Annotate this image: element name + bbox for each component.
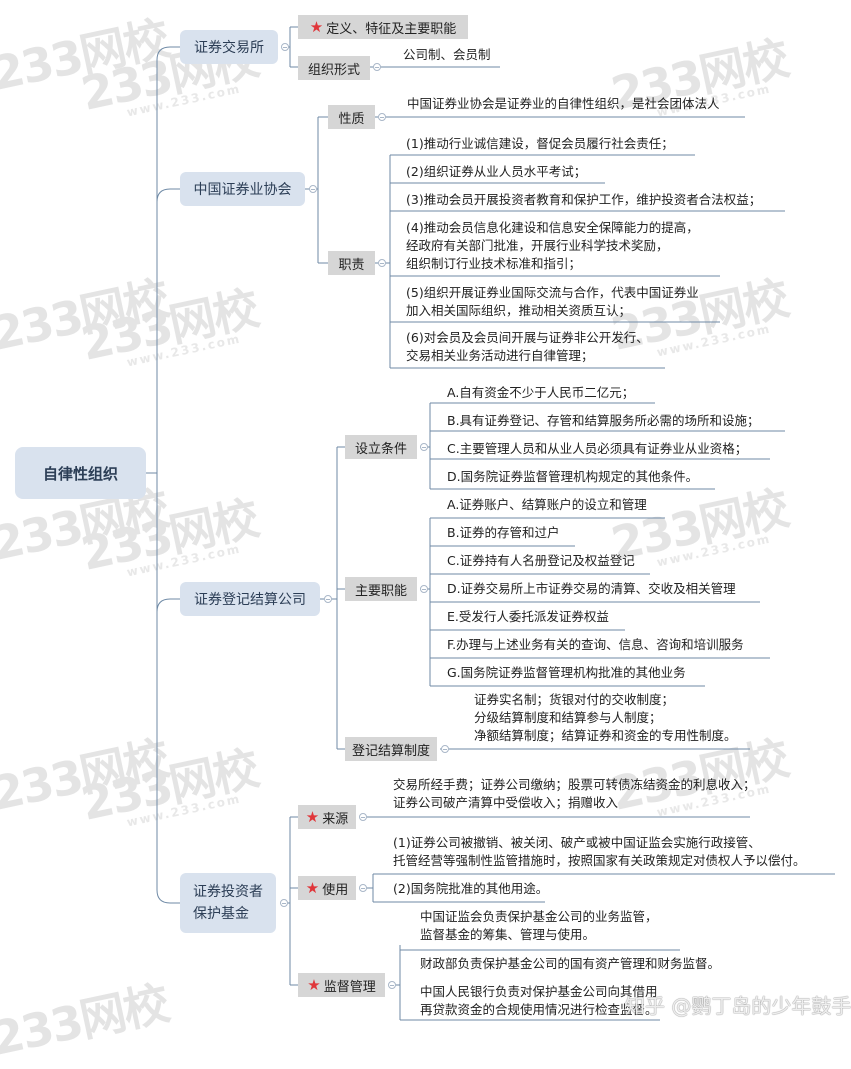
collapse-toggle[interactable]: [373, 63, 381, 71]
function-item: D.证券交易所上市证券交易的清算、交收及相关管理: [447, 581, 736, 596]
leaf-text: 中国证券业协会是证券业的自律性组织，是社会团体法人: [407, 96, 720, 111]
root-label: 自律性组织: [42, 464, 118, 483]
usage-item: (2)国务院批准的其他用途。: [393, 881, 549, 896]
topic-label: 来源: [322, 811, 349, 827]
branch-clearing-company[interactable]: 证券登记结算公司: [180, 582, 320, 616]
collapse-toggle[interactable]: [378, 259, 386, 267]
topic-label: 性质: [338, 111, 365, 127]
supervision-item: 财政部负责保护基金公司的国有资产管理和财务监督。: [420, 956, 721, 971]
star-icon: ★: [305, 808, 320, 826]
condition-item: C.主要管理人员和从业人员必须具有证券业从业资格；: [447, 441, 748, 456]
duty-item: (3)推动会员开展投资者教育和保护工作，维护投资者合法权益；: [406, 192, 762, 207]
function-item: B.证券的存管和过户: [447, 525, 560, 540]
star-icon: ★: [307, 976, 321, 994]
topic-label: 组织形式: [307, 62, 360, 78]
collapse-toggle[interactable]: [359, 884, 367, 892]
duty-item: (2)组织证券从业人员水平考试；: [406, 164, 587, 179]
condition-item: B.具有证券登记、存管和结算服务所必需的场所和设施；: [447, 413, 760, 428]
condition-item: D.国务院证券监督管理机构规定的其他条件。: [447, 469, 699, 484]
function-item: A.证券账户、结算账户的设立和管理: [447, 497, 647, 512]
star-icon: ★: [309, 18, 324, 36]
topic-label: 职责: [338, 257, 365, 273]
usage-item: (1)证券公司被撤销、被关闭、破产或被中国证监会实施行政接管、 托管经营等强制性…: [393, 835, 806, 868]
supervision-item: 中国人民银行负责对保护基金公司向其借用 再贷款资金的合规使用情况进行检查监督。: [420, 984, 658, 1017]
leaf-text: 公司制、会员制: [403, 47, 491, 62]
collapse-toggle[interactable]: [324, 595, 332, 603]
collapse-toggle[interactable]: [420, 443, 428, 451]
topic-label: 主要职能: [354, 583, 407, 599]
branch-label: 中国证券业协会: [193, 182, 292, 198]
collapse-toggle[interactable]: [359, 813, 367, 821]
branch-label: 证券登记结算公司: [194, 592, 306, 608]
collapse-toggle[interactable]: [441, 745, 449, 753]
duty-item: (1)推动行业诚信建设，督促会员履行社会责任；: [406, 136, 674, 151]
topic-supervision[interactable]: ★ 监督管理: [298, 973, 385, 997]
function-item: E.受发行人委托派发证券权益: [447, 609, 609, 624]
topic-duties[interactable]: 职责: [328, 251, 375, 275]
topic-label: 登记结算制度: [351, 743, 430, 759]
topic-nature[interactable]: 性质: [328, 105, 375, 129]
collapse-toggle[interactable]: [281, 43, 289, 51]
topic-definition[interactable]: ★ 定义、特征及主要职能: [298, 15, 468, 39]
duty-item: (5)组织开展证券业国际交流与合作，代表中国证券业 加入相关国际组织，推动相关资…: [406, 285, 699, 318]
topic-main-functions[interactable]: 主要职能: [345, 577, 417, 601]
function-item: C.证券持有人名册登记及权益登记: [447, 553, 635, 568]
topic-org-form[interactable]: 组织形式: [298, 56, 370, 80]
collapse-toggle[interactable]: [388, 981, 396, 989]
topic-clearing-system[interactable]: 登记结算制度: [345, 737, 437, 761]
topic-setup-conditions[interactable]: 设立条件: [345, 435, 417, 459]
topic-usage[interactable]: ★ 使用: [298, 876, 356, 900]
author-credit: 知乎 @鹦丁岛的少年鼓手: [625, 994, 851, 1018]
supervision-item: 中国证监会负责保护基金公司的业务监管， 监督基金的筹集、管理与使用。: [420, 909, 658, 942]
branch-label: 证券交易所: [194, 40, 264, 56]
branch-label: 证券投资者 保护基金: [193, 884, 263, 922]
topic-source[interactable]: ★ 来源: [298, 805, 356, 829]
root-node[interactable]: 自律性组织: [15, 447, 146, 499]
branch-investor-protection-fund[interactable]: 证券投资者 保护基金: [180, 873, 276, 933]
collapse-toggle[interactable]: [420, 585, 428, 593]
topic-label: 定义、特征及主要职能: [326, 21, 457, 37]
condition-item: A.自有资金不少于人民币二亿元；: [447, 385, 635, 400]
duty-item: (4)推动会员信息化建设和信息安全保障能力的提高， 经政府有关部门批准，开展行业…: [406, 220, 699, 271]
topic-label: 监督管理: [323, 979, 376, 995]
star-icon: ★: [305, 879, 320, 897]
collapse-toggle[interactable]: [280, 899, 288, 907]
branch-stock-exchange[interactable]: 证券交易所: [180, 30, 278, 64]
leaf-text: 证券实名制；货银对付的交收制度； 分级结算制度和结算参与人制度； 净额结算制度；…: [474, 692, 737, 743]
duty-item: (6)对会员及会员间开展与证券非公开发行、 交易相关业务活动进行自律管理；: [406, 330, 649, 363]
branch-securities-association[interactable]: 中国证券业协会: [180, 172, 305, 206]
collapse-toggle[interactable]: [378, 113, 386, 121]
leaf-text: 交易所经手费；证券公司缴纳；股票可转债冻结资金的利息收入； 证券公司破产清算中受…: [393, 777, 756, 810]
topic-label: 使用: [322, 882, 349, 898]
collapse-toggle[interactable]: [309, 185, 317, 193]
function-item: F.办理与上述业务有关的查询、信息、咨询和培训服务: [447, 637, 744, 652]
topic-label: 设立条件: [354, 441, 407, 457]
function-item: G.国务院证券监督管理机构批准的其他业务: [447, 665, 686, 680]
